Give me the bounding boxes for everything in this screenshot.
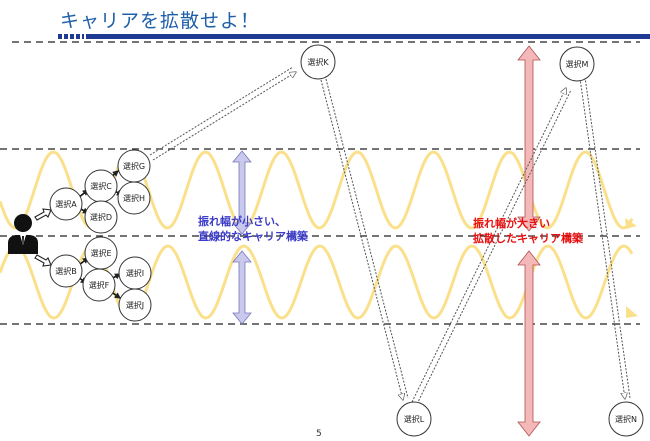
wide-amplitude-arrow-lower xyxy=(517,250,541,437)
narrow-amplitude-arrow-lower xyxy=(232,250,252,325)
node-j-label: 選択J xyxy=(126,300,144,310)
node-g-label: 選択G xyxy=(123,161,145,171)
wide-career-note-line1: 振れ幅が大きい xyxy=(473,217,550,230)
wide-career-note: 振れ幅が大きい 拡散したキャリア構築 xyxy=(473,216,583,246)
node-h: 選択H xyxy=(117,181,151,215)
node-i: 選択I xyxy=(118,256,152,290)
choice-nodes: 選択A 選択C 選択D 選択G 選択H 選択B 選択E 選択F xyxy=(49,44,644,437)
node-l-label: 選択L xyxy=(404,414,425,424)
node-m-label: 選択M xyxy=(566,59,589,69)
node-h-label: 選択H xyxy=(123,193,145,203)
title-underline-dots xyxy=(58,34,84,39)
arrow-g-to-k xyxy=(152,72,296,161)
arrow-l-to-m xyxy=(411,88,566,403)
node-b-label: 選択B xyxy=(55,266,77,276)
person-icon xyxy=(8,214,38,254)
arrow-m-to-n xyxy=(579,77,625,399)
page-number: 5 xyxy=(316,429,322,439)
narrow-career-note: 振れ幅が小さい、 直線的なキャリア構築 xyxy=(198,214,308,244)
node-d: 選択D xyxy=(84,200,118,234)
wave-lower-arrowhead xyxy=(626,306,638,318)
narrow-career-note-line2: 直線的なキャリア構築 xyxy=(198,230,308,243)
node-m: 選択M xyxy=(559,46,595,82)
node-f: 選択F xyxy=(82,268,116,302)
node-e: 選択E xyxy=(84,236,118,270)
node-i-label: 選択I xyxy=(126,268,144,278)
wide-career-note-line2: 拡散したキャリア構築 xyxy=(473,232,583,245)
title-underline-bar xyxy=(86,34,650,39)
node-a: 選択A xyxy=(49,187,83,221)
page-title: キャリアを拡散せよ！ xyxy=(60,10,261,32)
career-path-arrows xyxy=(149,66,631,405)
arrow-k-to-l xyxy=(320,79,403,400)
node-n-label: 選択N xyxy=(615,414,637,424)
wide-amplitude-arrow-upper xyxy=(517,45,541,232)
node-f-label: 選択F xyxy=(89,280,110,290)
arrow-person-to-a xyxy=(34,208,52,221)
node-g: 選択G xyxy=(117,149,151,183)
start-arrows xyxy=(34,208,52,267)
node-k-label: 選択K xyxy=(307,57,329,67)
node-c: 選択C xyxy=(84,169,118,203)
arrow-m-to-n-2 xyxy=(584,76,631,399)
arrow-l-to-m-2 xyxy=(416,89,572,405)
wave-upper-arrowhead xyxy=(625,218,637,229)
arrow-person-to-b xyxy=(34,254,52,267)
narrow-amplitude-arrow-upper xyxy=(232,150,252,235)
narrow-career-note-line1: 振れ幅が小さい、 xyxy=(198,215,286,228)
node-a-label: 選択A xyxy=(55,199,77,209)
node-e-label: 選択E xyxy=(90,248,111,258)
node-k: 選択K xyxy=(300,44,336,80)
node-d-label: 選択D xyxy=(90,212,112,222)
arrow-g-to-k-2 xyxy=(149,66,294,156)
arrow-k-to-l-2 xyxy=(325,78,409,399)
node-j: 選択J xyxy=(118,288,152,322)
title-underline xyxy=(58,34,650,39)
node-c-label: 選択C xyxy=(90,181,112,191)
node-n: 選択N xyxy=(608,401,644,437)
node-l: 選択L xyxy=(396,401,432,437)
node-b: 選択B xyxy=(49,254,83,288)
